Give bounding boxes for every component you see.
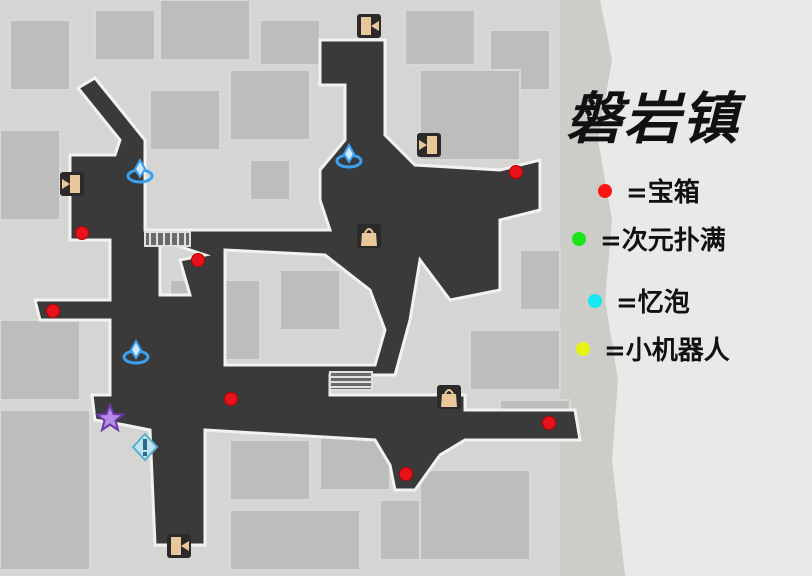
exit-door-icon[interactable] [414, 130, 444, 160]
legend-label: =次元扑满 [600, 226, 726, 256]
chest-marker[interactable] [509, 165, 523, 179]
exit-door-icon[interactable] [354, 11, 384, 41]
stairs [144, 231, 373, 391]
purple-star-npc-icon[interactable] [95, 403, 125, 433]
teleport-anchor-icon[interactable] [121, 338, 151, 368]
legend-dot-green [572, 231, 586, 246]
legend-label: =宝箱 [626, 178, 700, 208]
legend-dot-yellow [576, 341, 590, 356]
walkable-path [33, 38, 582, 547]
legend-label: =忆泡 [616, 288, 690, 318]
teleport-anchor-icon[interactable] [125, 157, 155, 187]
chest-marker[interactable] [224, 392, 238, 406]
mission-exclamation-icon[interactable] [130, 432, 160, 462]
shop-bag-icon[interactable] [434, 382, 464, 412]
legend-item-chest: =宝箱 [598, 172, 700, 209]
legend-item-dimension-bank: =次元扑满 [572, 220, 726, 257]
exit-door-icon[interactable] [164, 531, 194, 561]
map-title: 磐岩镇 [566, 87, 740, 152]
chest-marker[interactable] [191, 253, 205, 267]
shop-bag-icon[interactable] [354, 221, 384, 251]
teleport-anchor-icon[interactable] [334, 142, 364, 172]
chest-marker[interactable] [46, 304, 60, 318]
chest-marker[interactable] [75, 226, 89, 240]
legend-item-memory-bubble: =忆泡 [588, 282, 690, 319]
legend-dot-red [598, 183, 612, 198]
chest-marker[interactable] [542, 416, 556, 430]
legend-label: =小机器人 [604, 336, 730, 366]
legend-dot-cyan [588, 293, 602, 308]
chest-marker[interactable] [399, 467, 413, 481]
exit-door-icon[interactable] [57, 169, 87, 199]
legend-item-small-robot: =小机器人 [576, 330, 730, 367]
